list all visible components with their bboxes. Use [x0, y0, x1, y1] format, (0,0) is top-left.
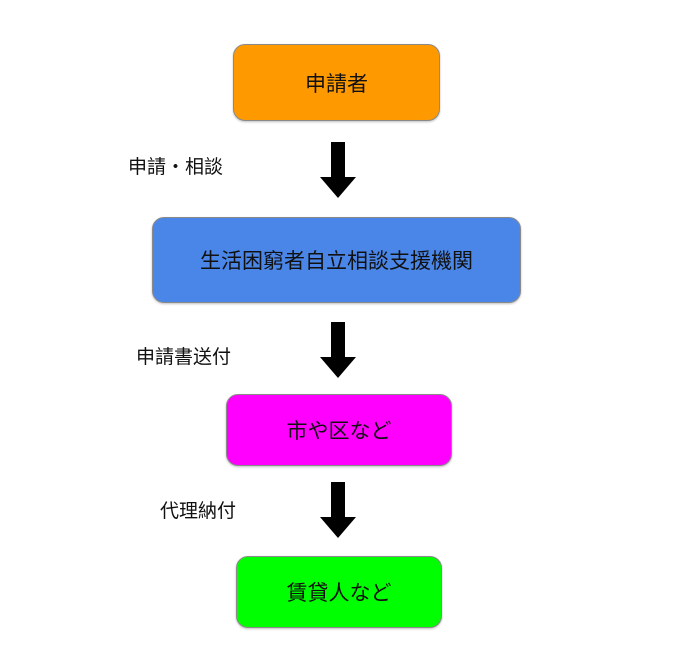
node-support-agency-label: 生活困窮者自立相談支援機関: [200, 249, 473, 273]
node-municipality-label: 市や区など: [286, 419, 392, 443]
down-arrow-icon: [320, 322, 356, 378]
node-support-agency: 生活困窮者自立相談支援機関: [152, 217, 521, 303]
down-arrow-icon: [320, 142, 356, 198]
edge-label-application-consultation: 申請・相談: [128, 156, 224, 178]
node-applicant-label: 申請者: [305, 71, 368, 96]
edge-label-send-application: 申請書送付: [136, 346, 232, 368]
node-applicant: 申請者: [233, 44, 440, 121]
down-arrow-icon: [320, 482, 356, 538]
node-landlord-label: 賃貸人など: [286, 581, 392, 605]
edge-label-proxy-payment: 代理納付: [160, 500, 237, 522]
node-municipality: 市や区など: [226, 394, 452, 466]
node-landlord: 賃貸人など: [236, 556, 442, 628]
